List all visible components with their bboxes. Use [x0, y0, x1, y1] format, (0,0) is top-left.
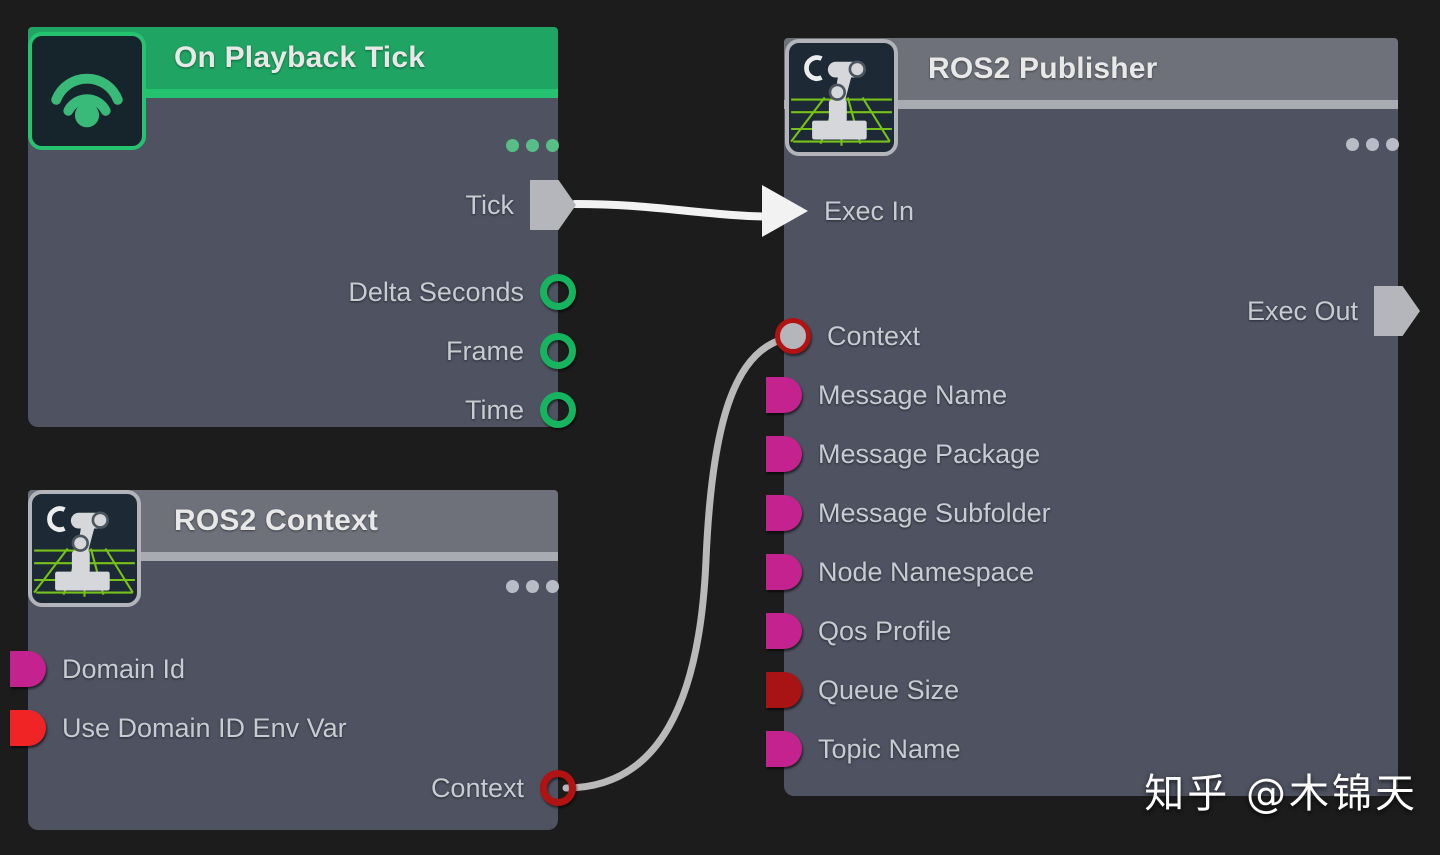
port-message-package[interactable] [766, 436, 802, 472]
port-use-domain-id-env-var[interactable] [10, 710, 46, 746]
port-row-delta-seconds[interactable]: Delta Seconds [28, 272, 576, 312]
port-label: Frame [445, 335, 524, 366]
port-label: Exec Out [1246, 295, 1358, 326]
port-label: Topic Name [818, 733, 961, 764]
port-label: Qos Profile [818, 615, 952, 646]
port-queue-size[interactable] [766, 672, 802, 708]
port-tick-exec-out[interactable] [530, 180, 576, 230]
port-row-tick[interactable]: Tick [28, 180, 576, 230]
node-accent-bar [28, 89, 558, 98]
port-message-name[interactable] [766, 377, 802, 413]
more-options-dots[interactable] [1346, 138, 1399, 151]
wire-tick-to-exec-in [571, 200, 786, 221]
port-row-context[interactable]: Context [775, 316, 920, 356]
port-row-message-name[interactable]: Message Name [766, 375, 1007, 415]
port-label: Domain Id [62, 653, 186, 684]
port-message-subfolder[interactable] [766, 495, 802, 531]
more-options-dots[interactable] [506, 139, 559, 152]
port-label: Message Subfolder [818, 497, 1051, 528]
node-accent-bar [28, 552, 558, 561]
port-label: Node Namespace [818, 556, 1035, 587]
port-row-time[interactable]: Time [28, 390, 576, 430]
port-node-namespace[interactable] [766, 554, 802, 590]
port-context-in[interactable] [775, 318, 811, 354]
port-topic-name[interactable] [766, 731, 802, 767]
node-body [28, 98, 558, 427]
dot [526, 580, 539, 593]
ros2-robot-arm-icon [28, 490, 141, 607]
dot [506, 139, 519, 152]
dot [546, 139, 559, 152]
wifi-broadcast-icon [28, 32, 146, 150]
port-row-exec-out[interactable]: Exec Out [784, 286, 1420, 336]
port-row-use-domain-id-env-var[interactable]: Use Domain ID Env Var [10, 708, 347, 748]
port-label: Time [465, 394, 524, 425]
watermark: 知乎 @木锦天 [1144, 771, 1418, 817]
port-label: Context [827, 320, 921, 351]
node-title: ROS2 Publisher [928, 52, 1158, 85]
more-options-dots[interactable] [506, 580, 559, 593]
node-title: ROS2 Context [174, 504, 379, 537]
dot [506, 580, 519, 593]
node-on-playback-tick[interactable]: On Playback Tick Tick [28, 27, 576, 428]
port-exec-out[interactable] [1374, 286, 1420, 336]
dot [1386, 138, 1399, 151]
port-row-exec-in[interactable]: Exec In [762, 185, 915, 237]
dot [1366, 138, 1379, 151]
port-row-topic-name[interactable]: Topic Name [766, 729, 961, 769]
port-exec-in[interactable] [762, 185, 808, 237]
port-row-queue-size[interactable]: Queue Size [766, 670, 959, 710]
port-label: Message Name [818, 379, 1008, 410]
port-row-message-package[interactable]: Message Package [766, 434, 1040, 474]
node-accent-bar [784, 100, 1398, 109]
dot [546, 580, 559, 593]
port-label: Context [430, 772, 524, 803]
port-context-out[interactable] [540, 770, 576, 806]
wire-context-to-context [562, 333, 797, 792]
port-delta-seconds[interactable] [540, 274, 576, 310]
port-label: Message Package [818, 438, 1041, 469]
dot [526, 139, 539, 152]
node-title: On Playback Tick [174, 41, 426, 74]
port-row-domain-id[interactable]: Domain Id [10, 649, 185, 689]
port-row-message-subfolder[interactable]: Message Subfolder [766, 493, 1051, 533]
port-time[interactable] [540, 392, 576, 428]
port-row-node-namespace[interactable]: Node Namespace [766, 552, 1034, 592]
port-row-qos-profile[interactable]: Qos Profile [766, 611, 952, 651]
node-ros2-context[interactable]: ROS2 Context [10, 490, 576, 830]
port-row-context-out[interactable]: Context [28, 768, 576, 808]
port-qos-profile[interactable] [766, 613, 802, 649]
port-label: Delta Seconds [348, 276, 524, 307]
ros2-robot-arm-icon [785, 39, 898, 156]
port-label: Tick [465, 189, 515, 220]
port-label: Exec In [824, 195, 915, 226]
port-domain-id[interactable] [10, 651, 46, 687]
port-row-frame[interactable]: Frame [28, 331, 576, 371]
port-label: Queue Size [818, 674, 960, 705]
port-frame[interactable] [540, 333, 576, 369]
dot [1346, 138, 1359, 151]
port-label: Use Domain ID Env Var [62, 712, 347, 743]
node-body [784, 109, 1398, 796]
node-ros2-publisher[interactable]: ROS2 Publisher [762, 38, 1420, 796]
